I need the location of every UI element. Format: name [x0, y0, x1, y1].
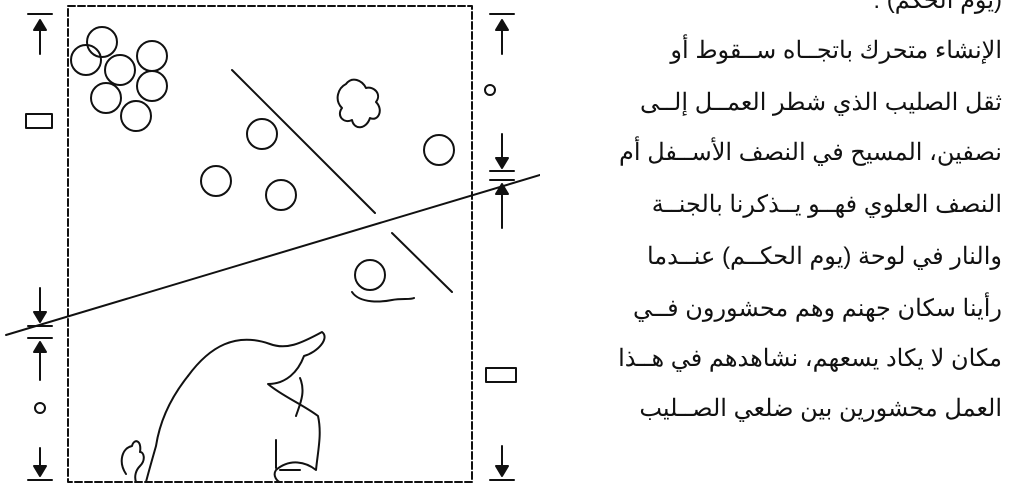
curve-stroke	[352, 292, 414, 302]
lower-diagonal-line	[392, 233, 452, 292]
arrow-head	[496, 466, 508, 476]
text-line: الإنشاء متحرك باتجــاه ســقوط أو	[670, 28, 1002, 74]
figure-circle	[424, 135, 454, 165]
arrow-head	[34, 312, 46, 322]
marker-rectangle	[486, 368, 516, 382]
composition-diagram	[0, 0, 540, 486]
circle-cluster	[71, 27, 167, 131]
arrow-head	[34, 20, 46, 30]
figure-hand	[122, 441, 144, 482]
figure-circle	[266, 180, 296, 210]
text-line: العمل محشورين بين ضلعي الصــليب	[639, 386, 1002, 432]
text-line: النصف العلوي فهــو يــذكرنا بالجنــة	[652, 182, 1002, 228]
text-line: ثقل الصليب الذي شطر العمــل إلــى	[640, 80, 1002, 126]
upper-diagonal-line	[232, 70, 375, 213]
text-line: والنار في لوحة (يوم الحكــم) عنــدما	[647, 234, 1002, 280]
figure-circle	[247, 119, 277, 149]
text-line: (يوم الحكم) :	[873, 0, 1002, 24]
figure-left-outline	[146, 376, 188, 482]
arrow-head	[496, 158, 508, 168]
marker-circle	[485, 85, 495, 95]
arrow-head	[34, 466, 46, 476]
cloud-shape	[338, 80, 380, 128]
marker-circle	[35, 403, 45, 413]
painting-frame	[68, 6, 472, 482]
marker-rectangle	[26, 114, 52, 128]
text-line: مكان لا يكاد يسعهم، نشاهدهم في هــذا	[618, 336, 1002, 382]
figure-outline	[188, 332, 325, 482]
text-line: رأينا سكان جهنم وهم محشورون فــي	[633, 286, 1002, 332]
figure-circle	[355, 260, 385, 290]
diagonal-divider-line	[6, 175, 540, 335]
arabic-text-column: (يوم الحكم) : الإنشاء متحرك باتجــاه ســ…	[538, 0, 1008, 486]
figure-circle	[201, 166, 231, 196]
figure-arm	[296, 378, 303, 416]
text-line: نصفين، المسيح في النصف الأســفل أم	[619, 130, 1002, 176]
